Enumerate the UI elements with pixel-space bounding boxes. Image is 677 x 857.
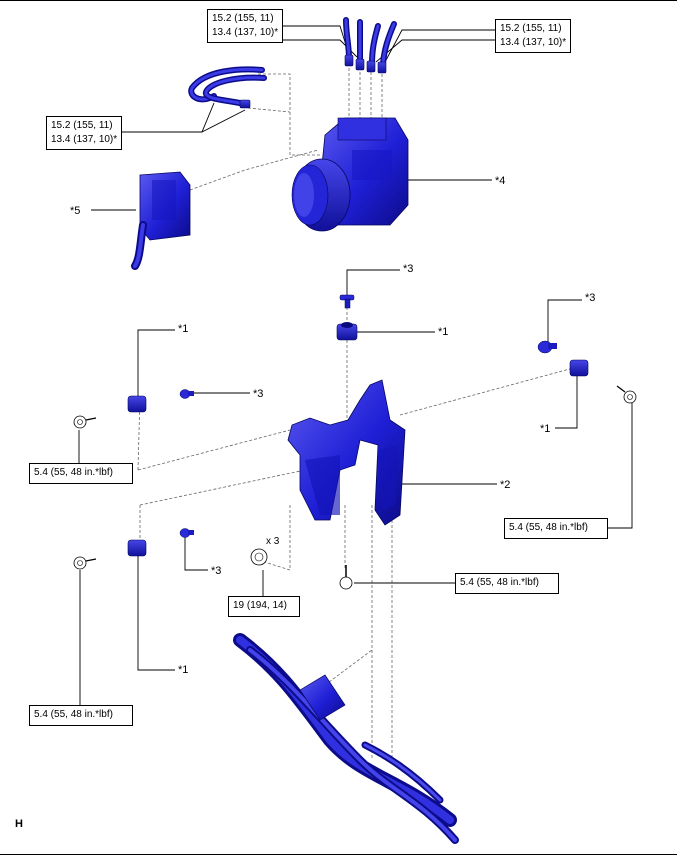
cushion-right	[569, 359, 589, 377]
callout-c5: *5	[70, 205, 81, 217]
bolt-left-upper-small	[179, 389, 194, 399]
tube-clamp-bottom	[299, 674, 346, 721]
bolt-right-upper	[537, 340, 557, 354]
torque-spec-line: 15.2 (155, 11)	[212, 13, 274, 24]
callout-c1-top: *1	[438, 326, 449, 338]
torque-spec-line: 5.4 (55, 48 in.*lbf)	[34, 709, 113, 720]
bolt-left-lower-small	[179, 528, 194, 538]
torque-spec-nut-center: 19 (194, 14)	[228, 596, 300, 617]
callout-c1-right: *1	[540, 423, 551, 435]
callout-c3-right: *3	[585, 292, 596, 304]
torque-spec-left-mid: 15.2 (155, 11) 13.4 (137, 10)*	[46, 116, 122, 150]
torque-spec-bolt-left-upper: 5.4 (55, 48 in.*lbf)	[29, 463, 133, 484]
callout-c3-lower: *3	[211, 565, 222, 577]
frame-bottom-border	[0, 854, 677, 855]
callout-c3-top: *3	[403, 263, 414, 275]
callout-c4: *4	[495, 175, 506, 187]
bolt-center-lower	[339, 565, 353, 590]
callout-c1-left: *1	[178, 323, 189, 335]
tube-flare-nut-left	[239, 99, 251, 109]
torque-spec-line: 15.2 (155, 11)	[51, 120, 113, 131]
nut-count-label: x 3	[266, 536, 280, 547]
cushion-top-center	[336, 322, 358, 341]
torque-spec-line: 13.4 (137, 10)*	[51, 134, 118, 145]
brake-tubes-bottom	[233, 633, 459, 844]
dashed-guide-lines	[137, 68, 578, 760]
torque-spec-line: 15.2 (155, 11)	[500, 23, 562, 34]
brake-tubes-top	[343, 17, 397, 67]
torque-spec-line: 13.4 (137, 10)*	[500, 37, 567, 48]
brake-tubes-left	[188, 66, 267, 107]
illustration-id-mark: H	[15, 818, 23, 830]
torque-spec-line: 13.4 (137, 10)*	[212, 27, 279, 38]
torque-spec-line: 5.4 (55, 48 in.*lbf)	[34, 467, 113, 478]
cushion-left-lower	[127, 539, 147, 557]
tube-flare-nuts-top	[344, 54, 387, 74]
torque-spec-bolt-center: 5.4 (55, 48 in.*lbf)	[455, 573, 559, 594]
nut-center	[250, 548, 268, 566]
actuator-bracket	[287, 379, 406, 526]
washer-bolt-right	[616, 385, 637, 404]
torque-spec-line: 19 (194, 14)	[233, 600, 287, 611]
callout-c2: *2	[500, 479, 511, 491]
torque-spec-bolt-right: 5.4 (55, 48 in.*lbf)	[504, 518, 608, 539]
washer-bolt-left-lower	[73, 556, 97, 570]
washer-bolt-left-upper	[73, 415, 97, 429]
actuator-connector	[131, 171, 191, 270]
torque-spec-top-left: 15.2 (155, 11) 13.4 (137, 10)*	[207, 9, 283, 43]
torque-spec-line: 5.4 (55, 48 in.*lbf)	[460, 577, 539, 588]
cushion-left-upper	[127, 395, 147, 413]
callout-c3-left: *3	[253, 388, 264, 400]
frame-top-border	[0, 0, 677, 1]
torque-spec-bolt-left-lower: 5.4 (55, 48 in.*lbf)	[29, 705, 133, 726]
bolt-top-center	[339, 294, 355, 309]
torque-spec-line: 5.4 (55, 48 in.*lbf)	[509, 522, 588, 533]
brake-actuator	[291, 117, 409, 232]
callout-c1-lower: *1	[178, 664, 189, 676]
torque-spec-top-right: 15.2 (155, 11) 13.4 (137, 10)*	[495, 19, 571, 53]
